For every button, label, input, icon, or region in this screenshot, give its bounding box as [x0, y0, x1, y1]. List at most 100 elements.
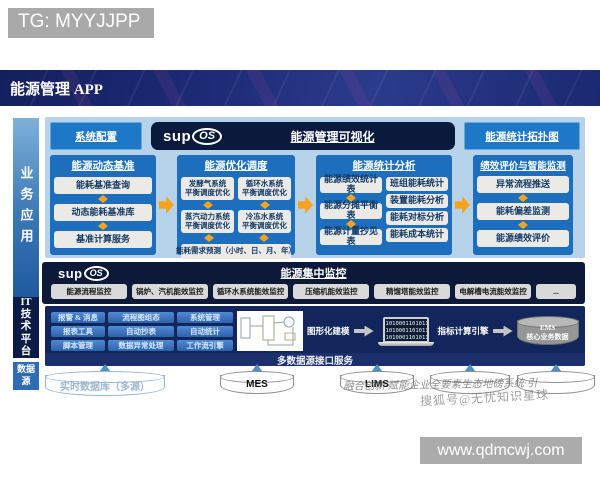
updown-arrow-icon [259, 201, 271, 209]
module-box: 能源计量抄见表 [320, 226, 382, 246]
updown-arrow-icon [97, 222, 109, 230]
monitor-pill: 锅炉、汽机能效监控 [131, 284, 208, 299]
datasource-cylinder-5 [517, 371, 595, 394]
it-tool-pill: 报警 & 消息 [51, 311, 105, 323]
updown-arrow-icon [203, 234, 215, 242]
mes-item: MES [220, 364, 294, 394]
updown-arrow-icon [517, 221, 529, 229]
laptop-icon: 101000110101101 101000110101101 10100011… [377, 316, 434, 346]
topology-map-button: 能源统计拓扑图 [464, 122, 580, 150]
column-title: 能源统计分析 [352, 161, 416, 172]
page-title: 能源管理 APP [10, 82, 103, 98]
module-box: 异常流程推送 [477, 176, 569, 193]
banner-title: 能源管理可视化 [290, 129, 375, 144]
tg-watermark-badge: TG: MYYJJPP [8, 8, 155, 38]
module-box: 班组能耗统计 [386, 177, 448, 191]
module-box: 循环水系统平衡调度优化 [238, 177, 291, 200]
rail-datasource-label: 数据源 [16, 364, 35, 386]
rail-it-platform: IT 技 术 平 台 [13, 297, 39, 358]
monitor-pill: 精馏塔能效监控 [374, 284, 451, 299]
it-tool-pill: 脚本管理 [51, 339, 105, 351]
module-box: 能源绩效统计表 [320, 174, 382, 194]
module-box: 能耗成本统计 [386, 228, 448, 242]
rail-business-apps: 业务应用 [13, 118, 39, 297]
rail-it-label-line1: IT [20, 296, 32, 308]
module-box: 能源分摊平衡表 [320, 200, 382, 220]
modeling-label: 图形化建模 [307, 326, 350, 336]
multi-source-strip: 多数据源接口服务 [45, 353, 585, 367]
arrow-right-icon [492, 325, 513, 337]
rail-business-label: 业务应用 [18, 165, 34, 250]
flow-arrow-icon [298, 196, 313, 214]
binary-screen: 101000110101101 101000110101101 10100011… [382, 316, 429, 342]
monitor-pills: 能源流程监控 锅炉、汽机能效监控 循环水系统能效监控 压缩机能效监控 精馏塔能效… [51, 284, 576, 299]
module-box: 能耗需求预测（小时、日、月、年） [176, 244, 296, 259]
datasource-item-5 [517, 364, 595, 394]
module-box: 装置能耗分析 [386, 194, 448, 208]
updown-arrow-icon [258, 234, 270, 242]
system-config-button: 系统配置 [50, 122, 142, 150]
it-tool-pill: 自动抄表 [108, 325, 174, 337]
process-diagram-thumbnail [237, 311, 303, 351]
module-box: 能耗基准查询 [54, 177, 152, 194]
it-tool-pill: 流程图组态 [108, 311, 174, 323]
module-box: 能源绩效评价 [477, 230, 569, 247]
monitor-pill: 电解槽电流能效监控 [455, 284, 531, 299]
column-title: 能源优化调度 [204, 161, 268, 172]
column-dynamic-benchmark: 能源动态基准 能耗基准查询 动态能耗基准库 基准计算服务 [50, 155, 156, 255]
monitor-pill-more: ... [535, 284, 576, 299]
open-interface-label: 开放接口 [583, 310, 600, 343]
up-arrow-icon [370, 364, 384, 373]
flow-arrow-icon [455, 196, 470, 214]
module-box: 蒸汽动力系统平衡调度优化 [181, 210, 234, 233]
up-arrow-icon [250, 364, 264, 373]
it-tool-pill: 系统管理 [177, 311, 233, 323]
updown-arrow-icon [345, 220, 357, 228]
it-tool-pill: 报表工具 [51, 325, 105, 337]
page-header: 能源管理 APP [0, 70, 600, 106]
column-title: 绩效评价与智能监测 [480, 162, 566, 172]
it-tools-grid: 报警 & 消息 流程图组态 系统管理 报表工具 自动抄表 自动统计 脚本管理 数… [51, 311, 233, 351]
updown-arrow-icon [517, 194, 529, 202]
datasource-item-4 [430, 364, 510, 394]
module-box: 动态能耗基准库 [54, 204, 152, 221]
column-performance-monitoring: 绩效评价与智能监测 异常流程推送 能耗偏差监测 能源绩效评价 [473, 155, 573, 255]
it-platform-band: 报警 & 消息 流程图组态 系统管理 报表工具 自动抄表 自动统计 脚本管理 数… [45, 306, 600, 367]
monitor-title: 能源集中监控 [280, 268, 347, 280]
lims-item: LIMS [340, 364, 414, 394]
rail-datasource: 数据源 [13, 362, 39, 390]
lims-cylinder: LIMS [340, 371, 414, 394]
module-box: 发酵气系统平衡调度优化 [181, 177, 234, 200]
up-arrow-icon [549, 364, 563, 373]
module-columns: 能源动态基准 能耗基准查询 动态能耗基准库 基准计算服务 能源优化调度 发酵气系… [50, 155, 580, 259]
updown-arrow-icon [97, 195, 109, 203]
site-watermark-badge: www.qdmcwj.com [420, 437, 582, 464]
updown-arrow-icon [202, 201, 214, 209]
arrow-right-icon [353, 325, 374, 337]
module-box: 能耗偏差监测 [477, 203, 569, 220]
it-tool-pill: 数据异常处理 [108, 339, 174, 351]
up-arrow-icon [98, 364, 112, 373]
realtime-db-item: 实时数据库（多源） [45, 364, 165, 396]
module-box: 冷冻水系统平衡调度优化 [238, 210, 291, 233]
it-tool-pill: 工作流引擎 [177, 339, 233, 351]
monitor-pill: 能源流程监控 [51, 284, 127, 299]
column-title: 能源动态基准 [71, 161, 135, 172]
column-statistics-analysis: 能源统计分析 能源绩效统计表 能源分摊平衡表 能源计量抄见表 班组能耗统计 装置… [316, 155, 452, 255]
flow-arrow-icon [159, 196, 174, 214]
mes-cylinder: MES [220, 371, 294, 394]
monitor-pill: 压缩机能效监控 [293, 284, 370, 299]
engine-label: 指标计算引擎 [437, 326, 489, 336]
updown-arrow-icon [345, 194, 357, 202]
column-optimization-dispatch: 能源优化调度 发酵气系统平衡调度优化 蒸汽动力系统平衡调度优化 循环水系统平衡调… [176, 155, 296, 259]
datasource-cylinder-4 [430, 371, 510, 394]
it-tool-pill: 自动统计 [177, 325, 233, 337]
